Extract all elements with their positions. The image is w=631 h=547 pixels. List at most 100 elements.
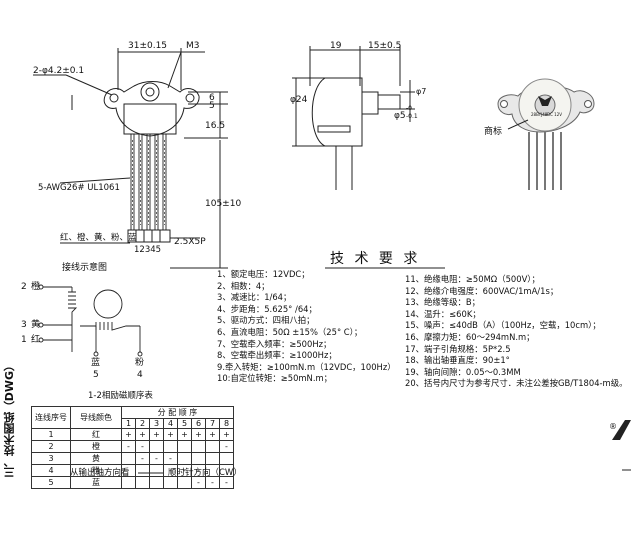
- requirement-item: 3、减速比：1/64；: [217, 292, 292, 303]
- sequence-cell: [121, 476, 136, 489]
- dim-d7: φ7: [416, 87, 427, 96]
- step-header: 4: [163, 418, 178, 429]
- sequence-cell: -: [163, 452, 178, 465]
- requirement-item: 2、相数：4；: [217, 280, 270, 291]
- yellow-label: 黄: [31, 320, 41, 330]
- lead-color: 红: [70, 428, 122, 441]
- yellow-num: 3: [21, 320, 27, 330]
- dim-5: 5: [209, 101, 215, 111]
- requirement-item: 16、摩擦力矩：60～294mN.m；: [405, 332, 535, 342]
- requirement-item: 11、绝缘电阻：≥50MΩ（500V）；: [405, 274, 540, 284]
- sequence-cell: [177, 440, 192, 453]
- sequence-cell: +: [135, 428, 150, 441]
- requirement-item: 10:自定位转矩：≥50mN.m；: [217, 373, 333, 384]
- sequence-cell: +: [149, 428, 164, 441]
- lead-color: 黄: [70, 452, 122, 465]
- sequence-cell: [177, 452, 192, 465]
- dim-lead-length: 105±10: [205, 199, 242, 209]
- step-header: 2: [135, 418, 150, 429]
- requirement-item: 1、额定电压：12VDC；: [217, 269, 310, 279]
- sequence-cell: +: [205, 428, 220, 441]
- lead-number: 5: [31, 476, 71, 489]
- sequence-caption: 1-2相励磁顺序表: [88, 391, 153, 401]
- requirement-item: 5、驱动方式：四相八拍；: [217, 315, 315, 326]
- sequence-cell: +: [219, 428, 234, 441]
- step-header: 1: [121, 418, 136, 429]
- sequence-cell: [191, 440, 206, 453]
- requirements-title: 技 术 要 求: [330, 251, 421, 267]
- registered-mark: ®: [609, 422, 617, 431]
- step-header: 3: [149, 418, 164, 429]
- sequence-cell: [163, 440, 178, 453]
- requirement-item: 8、空载牵出频率：≥1000Hz；: [217, 350, 337, 361]
- lead-number: 1: [31, 428, 71, 441]
- dim-6: 6: [209, 93, 215, 103]
- brand-label: 商标: [484, 127, 503, 137]
- sequence-cell: +: [163, 428, 178, 441]
- sequence-cell: [149, 440, 164, 453]
- requirement-item: 14、温升：≤60K；: [405, 308, 481, 319]
- connector-label: 2.5X5P: [174, 237, 206, 247]
- dim-15: 15±0.5: [368, 41, 402, 51]
- dim-width-31: 31±0.15: [128, 41, 168, 51]
- dim-16-5: 16.5: [205, 121, 226, 131]
- requirement-item: 9.牵入转矩：≥100mN.m（12VDC，100Hz）: [217, 361, 396, 372]
- wiring-title: 接线示意图: [62, 263, 108, 273]
- lead-number: 2: [31, 440, 71, 453]
- requirement-item: 20、括号内尺寸为参考尺寸．未注公差按GB/T1804-m级。: [405, 378, 628, 389]
- wire-spec-label: 5-AWG26# UL1061: [38, 183, 120, 193]
- sequence-cell: [149, 464, 164, 477]
- requirement-item: 19、轴向间隙：0.05～0.3MM: [405, 366, 521, 377]
- lead-color: 蓝: [70, 476, 122, 489]
- side-view: [292, 46, 415, 190]
- sequence-cell: [163, 476, 178, 489]
- lead-number: 3: [31, 452, 71, 465]
- requirement-item: 7、空载牵入频率：≥500Hz；: [217, 338, 332, 349]
- direction-view-label: 从输出轴方向看: [70, 468, 130, 478]
- pink-label: 粉: [135, 358, 145, 368]
- sequence-cell: [177, 476, 192, 489]
- blue-label: 蓝: [91, 358, 101, 368]
- dim-19: 19: [330, 41, 342, 51]
- requirement-item: 17、端子引角规格：5P*2.5: [405, 343, 511, 354]
- col-lead-header: 连线序号: [31, 406, 71, 429]
- pink-num: 4: [137, 370, 143, 380]
- sequence-cell: [135, 464, 150, 477]
- requirement-item: 6、直流电阻：50Ω ±15%（25° C）；: [217, 327, 363, 337]
- dim-m3: M3: [186, 41, 200, 51]
- sequence-cell: [219, 452, 234, 465]
- sequence-cell: [135, 476, 150, 489]
- requirement-item: 15、噪声：≤40dB（A）（100Hz，空载，10cm）；: [405, 320, 601, 331]
- step-header: 8: [219, 418, 234, 429]
- requirement-item: 4、步距角：5.625° /64；: [217, 303, 317, 314]
- photo-model: 28BYJ48: [531, 112, 548, 117]
- orange-num: 2: [21, 282, 27, 292]
- sequence-cell: +: [177, 428, 192, 441]
- sequence-cell: -: [135, 440, 150, 453]
- sequence-cell: -: [135, 452, 150, 465]
- front-view: [33, 48, 228, 269]
- sequence-cell: [149, 476, 164, 489]
- sequence-cell: -: [149, 452, 164, 465]
- blue-num: 5: [93, 370, 99, 380]
- sequence-cell: -: [191, 476, 206, 489]
- sequence-cell: +: [191, 428, 206, 441]
- requirement-item: 13、绝缘等级：B；: [405, 297, 481, 308]
- sequence-cell: -: [121, 440, 136, 453]
- motor-photo: [497, 78, 595, 190]
- dim-d5: φ5: [394, 111, 406, 121]
- lead-color: 橙: [70, 440, 122, 453]
- requirement-item: 18、输出轴垂直度：90±1°: [405, 355, 510, 366]
- dim-d24: φ24: [290, 95, 308, 105]
- dim-holes: 2-φ4.2±0.1: [33, 66, 85, 76]
- wire-colors-label: 红、橙、黄、粉、蓝: [60, 233, 137, 243]
- sequence-cell: [191, 452, 206, 465]
- step-header: 6: [191, 418, 206, 429]
- section-label: 三、技术图纸（DWG）: [3, 360, 16, 479]
- sequence-cell: [205, 452, 220, 465]
- orange-label: 橙: [31, 282, 41, 292]
